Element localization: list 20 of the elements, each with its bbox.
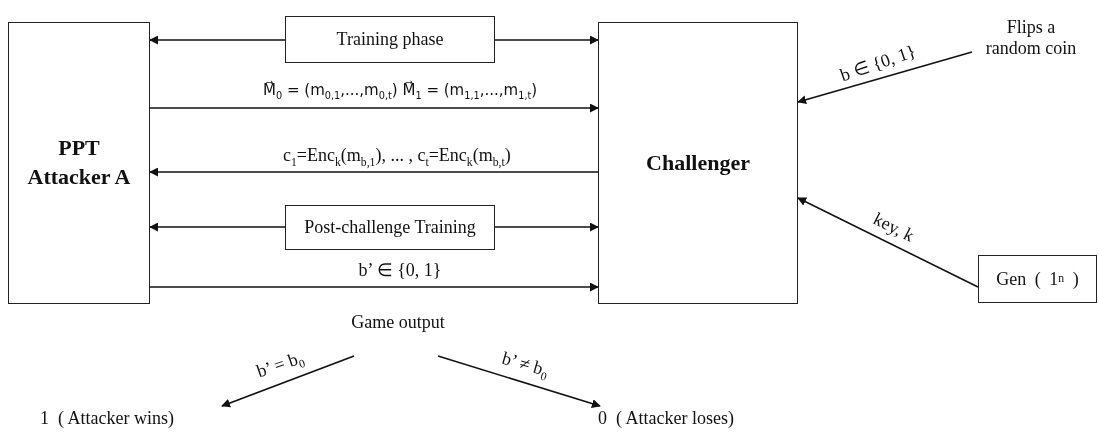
arrow <box>149 222 286 232</box>
result-text: 1 ( Attacker wins) <box>40 406 225 430</box>
arrow <box>437 355 601 408</box>
output-text: Game output <box>336 312 460 356</box>
arrow <box>797 51 973 105</box>
arrow <box>149 282 599 292</box>
arrow <box>149 103 599 113</box>
coin-text: Flips a random coin <box>972 12 1090 64</box>
edge-label: c$_{1}$=Enc$_{k}$(m$_{b,1}$), ... , c$_{t}$=Enc$_{k}$(m$_{b,t}$) <box>281 145 513 169</box>
actor-box: PPT Attacker A <box>8 22 150 304</box>
result-text: 0 ( Attacker loses) <box>598 406 788 430</box>
arrow <box>494 35 599 45</box>
phase-box: Post-challenge Training <box>285 205 495 250</box>
arrow <box>149 35 286 45</box>
arrow <box>221 355 355 408</box>
phase-box: Training phase <box>285 16 495 63</box>
arrow <box>149 167 599 177</box>
arrow <box>797 197 979 288</box>
arrow <box>494 222 599 232</box>
actor-box: Challenger <box>598 22 798 304</box>
